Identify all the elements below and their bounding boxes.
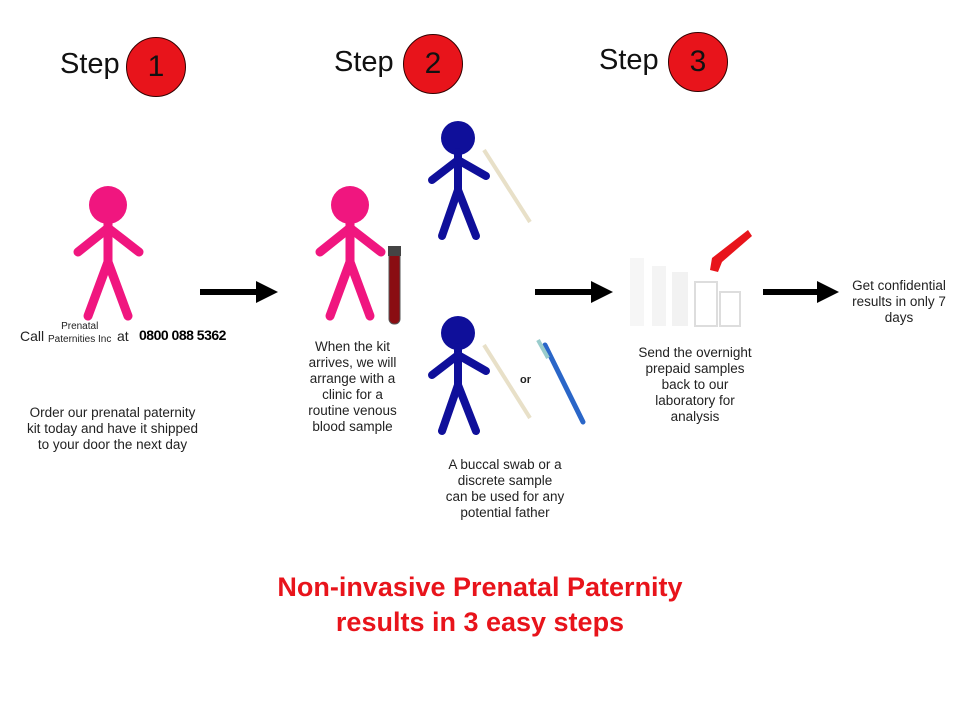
step-3-label: Step (599, 44, 659, 76)
call-at: at (117, 328, 129, 344)
step-2-father-description: A buccal swab or a discrete sample can b… (445, 457, 565, 520)
company-line-1: Prenatal (61, 321, 99, 332)
swab-icon (482, 148, 532, 224)
headline-line-2: results in 3 easy steps (335, 607, 625, 637)
phone-number[interactable]: 0800 088 5362 (139, 327, 226, 343)
step-3-send-description: Send the overnight prepaid samples back … (638, 345, 752, 424)
call-prefix: Call (20, 328, 45, 344)
step-1-description: Order our prenatal paternity kit today a… (26, 405, 199, 452)
step-2-badge: 2 (403, 34, 463, 94)
step-1-label: Step (60, 48, 120, 80)
swab-icon (482, 343, 532, 420)
step-1-badge: 1 (126, 37, 186, 97)
arrow-icon (200, 281, 278, 303)
toothbrush-icon (536, 339, 586, 425)
company-line-2: Paternities Inc (48, 334, 112, 345)
test-tubes-icon (630, 230, 752, 327)
mother-figure-icon (315, 186, 386, 321)
step-3-badge: 3 (668, 32, 728, 92)
step-2-mother-description: When the kit arrives, we will arrange wi… (308, 339, 397, 434)
headline-line-1: Non-invasive Prenatal Paternity (277, 572, 683, 602)
headline: Non-invasive Prenatal Paternity results … (180, 570, 780, 640)
arrow-icon (535, 281, 613, 303)
step-2-label: Step (334, 46, 394, 78)
arrow-icon (763, 281, 839, 303)
mother-figure-icon (73, 186, 144, 321)
company-name: Prenatal Paternities Inc (48, 320, 111, 346)
results-description: Get confidential results in only 7 days (852, 278, 946, 325)
or-label: or (520, 374, 531, 386)
father-figure-icon (428, 316, 490, 435)
blood-tube-icon (388, 246, 401, 325)
father-figure-icon (428, 121, 490, 240)
